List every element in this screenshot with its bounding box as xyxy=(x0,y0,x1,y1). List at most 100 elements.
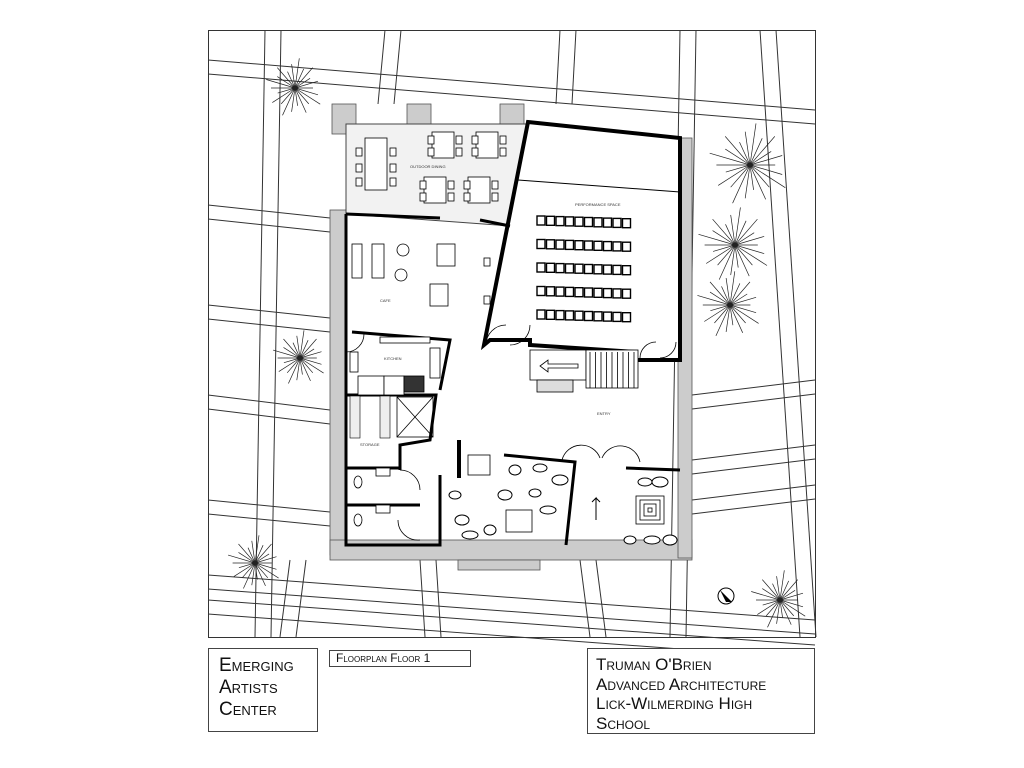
room-label-entry: Entry xyxy=(597,411,611,416)
chair xyxy=(491,180,499,190)
paving-line xyxy=(377,29,386,105)
seat xyxy=(583,263,594,275)
tree-icon xyxy=(266,58,321,116)
chair xyxy=(499,147,507,157)
paving-line xyxy=(254,29,266,638)
chair xyxy=(355,163,363,173)
tree-icon xyxy=(709,123,786,204)
chair xyxy=(389,163,397,173)
seat xyxy=(602,311,613,322)
paving-line xyxy=(207,499,331,513)
paving-line xyxy=(207,59,816,111)
paving-line xyxy=(207,588,816,635)
chair xyxy=(499,135,507,145)
seat xyxy=(574,216,584,227)
rock xyxy=(483,524,497,536)
seat xyxy=(564,286,575,298)
elevator xyxy=(396,396,434,438)
table xyxy=(467,176,491,204)
tree-icon xyxy=(228,535,279,589)
rock xyxy=(448,490,462,500)
chair xyxy=(471,147,479,157)
seat xyxy=(583,310,594,322)
storage-shelves xyxy=(349,395,391,439)
audience-seating xyxy=(536,215,632,323)
table xyxy=(505,509,533,533)
seat xyxy=(602,240,613,252)
rock xyxy=(551,474,569,486)
garden-rocks xyxy=(448,463,678,546)
seat xyxy=(545,309,556,320)
paving-line xyxy=(207,394,331,411)
tree-icon xyxy=(697,271,759,337)
seat xyxy=(536,262,546,273)
paving-line xyxy=(207,304,331,319)
seat xyxy=(621,312,632,323)
table xyxy=(475,131,499,159)
seat xyxy=(593,287,603,298)
rock xyxy=(539,505,557,515)
tables-and-chairs xyxy=(351,131,533,533)
paving-line xyxy=(207,599,816,646)
sheet-title: Floorplan Floor 1 xyxy=(329,650,471,667)
paving-line xyxy=(207,408,331,425)
arrow-left-icon xyxy=(539,359,579,373)
rock xyxy=(508,464,522,476)
seat xyxy=(602,287,613,299)
chair xyxy=(463,180,471,190)
paving-line xyxy=(691,484,816,501)
seat xyxy=(545,262,556,273)
seat xyxy=(564,310,575,321)
chair xyxy=(427,135,435,145)
chair xyxy=(455,147,463,157)
seat xyxy=(612,264,622,276)
paving-line xyxy=(279,559,291,638)
rock xyxy=(623,535,637,545)
paving-line xyxy=(393,29,402,105)
seat xyxy=(621,265,632,276)
seat xyxy=(621,241,632,252)
paving-line xyxy=(691,458,816,475)
paving-line xyxy=(270,29,282,638)
seat xyxy=(612,241,622,252)
seat xyxy=(536,309,546,320)
tree-icon xyxy=(751,570,806,628)
armchair xyxy=(396,243,410,257)
table xyxy=(436,243,456,267)
seat xyxy=(536,238,546,250)
seat xyxy=(574,287,584,298)
rock xyxy=(651,476,669,488)
seat xyxy=(564,239,575,251)
chair xyxy=(483,295,491,305)
doors xyxy=(345,324,677,541)
author-line: Truman O'Brien xyxy=(596,655,712,674)
paving-line xyxy=(435,559,442,638)
room-label-kitchen: Kitchen xyxy=(384,356,402,361)
paving-grid xyxy=(207,29,817,660)
project-title-block: Emerging Artists Center xyxy=(208,648,318,732)
paving-line xyxy=(555,29,561,105)
chair xyxy=(455,135,463,145)
paving-line xyxy=(207,218,331,233)
seat xyxy=(621,288,632,299)
paving-line xyxy=(691,444,816,461)
project-title-line: Artists xyxy=(219,677,278,698)
project-title-line: Emerging xyxy=(219,655,294,676)
seat xyxy=(555,262,565,274)
author-block: Truman O'Brien Advanced Architecture Lic… xyxy=(587,648,815,734)
project-title-line: Center xyxy=(219,699,277,720)
chair xyxy=(355,147,363,157)
seat xyxy=(593,240,603,252)
chair xyxy=(427,147,435,157)
tree-icon xyxy=(698,207,768,280)
seat xyxy=(612,217,622,229)
table xyxy=(431,131,455,159)
chair xyxy=(389,177,397,187)
table xyxy=(429,283,449,307)
rock xyxy=(662,534,678,546)
kitchen xyxy=(349,336,441,396)
north-arrow-icon xyxy=(717,587,735,605)
interior-walls xyxy=(344,212,681,547)
table xyxy=(364,137,388,191)
